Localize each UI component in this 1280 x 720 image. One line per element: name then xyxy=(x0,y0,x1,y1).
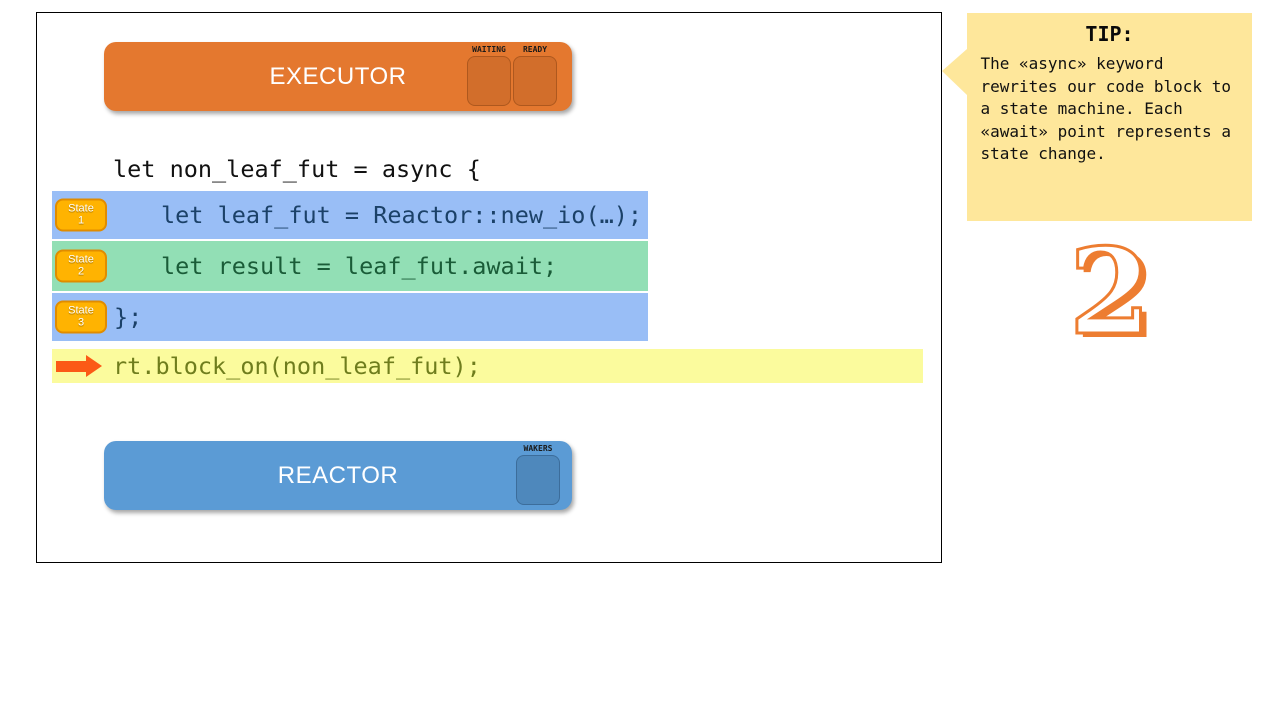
callout-tail xyxy=(942,49,967,95)
ready-label: READY xyxy=(522,45,548,54)
state-2-row: State 2 let result = leaf_fut.await; xyxy=(52,241,648,291)
state-badge-word: State xyxy=(68,304,94,317)
slide-frame: EXECUTOR WAITING READY let non_leaf_fut … xyxy=(36,12,942,563)
state-badge-number: 3 xyxy=(77,316,85,328)
reactor-box: REACTOR WAKERS xyxy=(104,441,572,510)
executor-box: EXECUTOR WAITING READY xyxy=(104,42,572,111)
executor-waiting-slot: WAITING xyxy=(467,45,511,106)
state-badge-word: State xyxy=(68,253,94,266)
reactor-title: REACTOR xyxy=(277,461,399,489)
step-number-text: 2 xyxy=(1069,225,1151,355)
reactor-wakers-slot: WAKERS xyxy=(516,444,560,505)
state-badge-number: 1 xyxy=(77,214,85,226)
executor-title: EXECUTOR xyxy=(269,62,407,90)
state-badge-word: State xyxy=(68,202,94,215)
arrow-head xyxy=(86,355,102,377)
state-3-badge: State 3 xyxy=(55,300,107,334)
state-2-badge: State 2 xyxy=(55,249,107,283)
state-1-code: let leaf_fut = Reactor::new_io(…); xyxy=(161,201,643,229)
state-3-code: }; xyxy=(114,303,143,331)
block-on-code: rt.block_on(non_leaf_fut); xyxy=(113,352,481,380)
tip-heading: TIP: xyxy=(1085,22,1134,46)
state-1-row: State 1 let leaf_fut = Reactor::new_io(…… xyxy=(52,191,648,239)
state-1-badge: State 1 xyxy=(55,198,107,232)
execution-arrow-icon xyxy=(56,355,102,377)
wakers-slot-square xyxy=(516,455,560,505)
code-async-block-open: let non_leaf_fut = async { xyxy=(113,155,481,183)
step-number: 2 2 xyxy=(1067,225,1157,355)
ready-slot-square xyxy=(513,56,557,106)
executor-ready-slot: READY xyxy=(513,45,557,106)
waiting-label: WAITING xyxy=(472,45,506,54)
state-2-code: let result = leaf_fut.await; xyxy=(161,252,558,280)
waiting-slot-square xyxy=(467,56,511,106)
tip-callout: TIP: The «async» keyword rewrites our co… xyxy=(942,13,1252,221)
tip-body-text: The «async» keyword rewrites our code bl… xyxy=(980,54,1231,163)
block-on-row: rt.block_on(non_leaf_fut); xyxy=(52,349,923,383)
step-number-shadow: 2 xyxy=(1075,226,1157,355)
arrow-shaft xyxy=(56,360,86,372)
state-badge-number: 2 xyxy=(77,265,85,277)
state-3-row: State 3 }; xyxy=(52,293,648,341)
wakers-label: WAKERS xyxy=(523,444,553,453)
